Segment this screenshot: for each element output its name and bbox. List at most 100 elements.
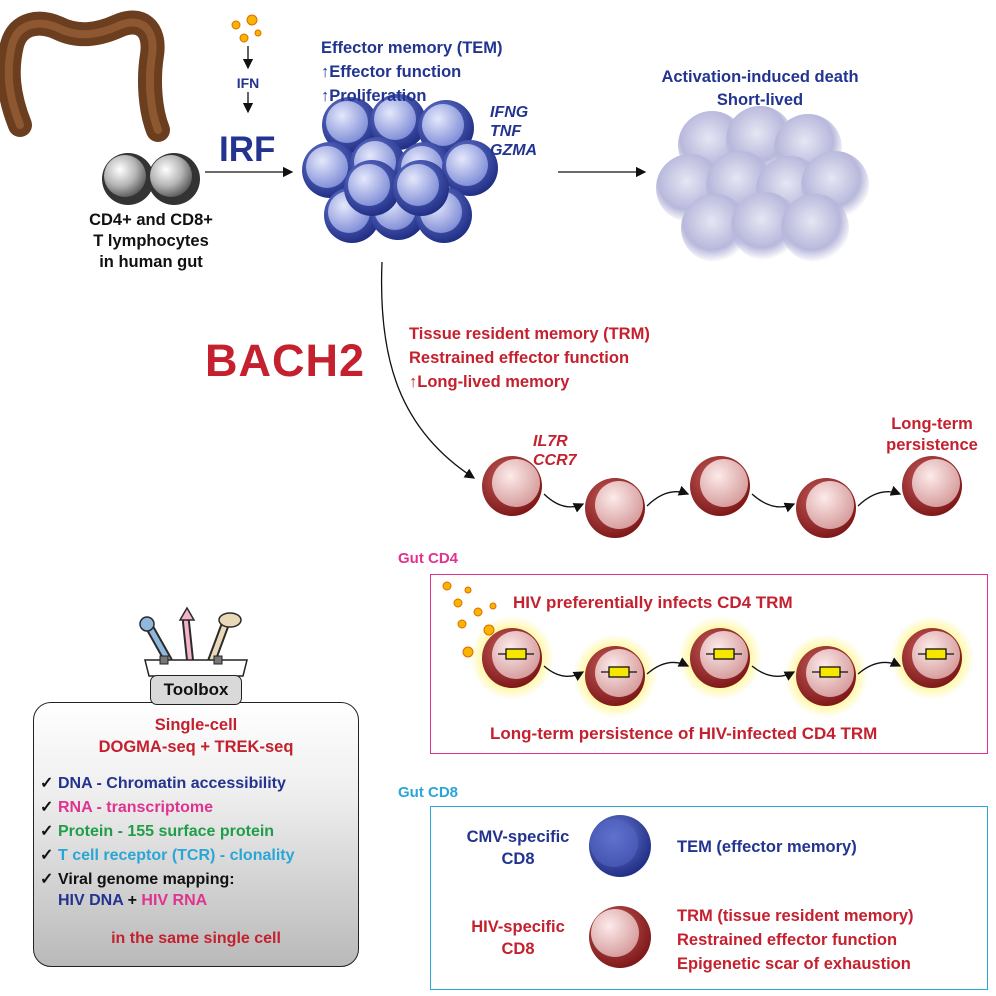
toolbox-heading: Single-cell DOGMA-seq + TREK-seq — [33, 714, 359, 758]
trm-heading: Tissue resident memory (TRM) Restrained … — [409, 322, 650, 394]
ifn-label: IFN — [236, 75, 260, 91]
toolbox-check-item: ✓Protein - 155 surface protein — [40, 820, 294, 844]
integrated-provirus-icon — [819, 666, 841, 678]
cmv-description: TEM (effector memory) — [677, 838, 857, 856]
trm-heading-line: ↑Long-lived memory — [409, 373, 570, 391]
hiv-rna-label: HIV RNA — [141, 892, 208, 909]
toolbox-check-item: ✓RNA - transcriptome — [40, 796, 294, 820]
persistence-line: Long-term — [891, 415, 973, 433]
gut-cd4-title: Gut CD4 — [398, 550, 458, 567]
trm-cell-chain — [482, 456, 962, 538]
tem-heading-line: Effector memory (TEM) — [321, 39, 503, 57]
tem-cell-inner — [422, 104, 464, 146]
integrated-provirus-icon — [505, 648, 527, 660]
toolbox-label: Toolbox — [150, 675, 242, 705]
toolbox-icon — [139, 606, 248, 677]
dying-cell — [781, 194, 849, 262]
death-caption-line: Short-lived — [716, 91, 804, 109]
integrated-provirus-icon — [925, 648, 947, 660]
trm-progress-arrow — [751, 493, 796, 513]
trm-heading-line: Restrained effector function — [409, 349, 630, 367]
toolbox-check-label: DNA - Chromatin accessibility — [58, 775, 286, 792]
hiv-specific-label: HIV-specific CD8 — [448, 916, 588, 960]
caption-line: T lymphocytes — [93, 232, 209, 250]
checkmark-icon: ✓ — [40, 775, 54, 792]
trm-cell-inner — [912, 459, 960, 507]
hiv-line: CD8 — [501, 940, 535, 958]
gut-cd8-title: Gut CD8 — [398, 784, 458, 801]
viral-mapping-line: HIV DNA + HIV RNA — [58, 892, 207, 910]
trm-cell-inner — [806, 481, 854, 529]
tem-heading-line: ↑Proliferation — [321, 87, 427, 105]
virus-icon — [231, 14, 262, 43]
cmv-cd8-cell-inner — [590, 819, 638, 867]
cd4-progress-arrow — [857, 657, 902, 675]
infected-cd4-chain — [470, 616, 974, 718]
colon-icon — [0, 10, 170, 142]
tem-heading: Effector memory (TEM) ↑Effector function… — [321, 36, 503, 108]
gene-label: GZMA — [490, 142, 538, 159]
tem-cell-inner — [446, 144, 488, 186]
persistence-line: persistence — [886, 436, 978, 454]
dying-cell-cluster — [656, 106, 869, 262]
toolbox-check-item: ✓T cell receptor (TCR) - clonality — [40, 844, 294, 868]
plus-sign: + — [123, 892, 142, 909]
hiv-desc-line: Restrained effector function — [677, 931, 898, 949]
caption-line: CD4+ and CD8+ — [89, 211, 213, 229]
gene-label: IL7R — [533, 433, 568, 450]
long-term-persistence: Long-term persistence — [868, 414, 996, 456]
toolbox-footer: in the same single cell — [111, 930, 281, 947]
trm-progress-arrow — [543, 493, 585, 513]
gene-label: CCR7 — [533, 452, 577, 469]
toolbox-panel — [33, 702, 359, 967]
hiv-cd8-cell-inner — [591, 909, 639, 957]
hiv-dna-label: HIV DNA — [58, 892, 124, 909]
tem-cell-inner — [374, 98, 416, 140]
tem-genes: IFNG TNF GZMA — [490, 103, 537, 160]
trm-progress-arrow — [857, 485, 902, 507]
checkmark-icon: ✓ — [40, 799, 54, 816]
toolbox-check-label: Protein - 155 surface protein — [58, 823, 275, 840]
toolbox-check-label: T cell receptor (TCR) - clonality — [58, 847, 295, 864]
gut-cd8-panel — [430, 806, 988, 990]
checkmark-icon: ✓ — [40, 847, 54, 864]
tem-cell-cluster — [302, 94, 498, 243]
trm-cell-inner — [595, 481, 643, 529]
bach2-arrow — [380, 261, 476, 479]
checkmark-icon: ✓ — [40, 823, 54, 840]
toolbox-checklist: ✓DNA - Chromatin accessibility✓RNA - tra… — [40, 772, 294, 892]
death-caption: Activation-induced death Short-lived — [630, 66, 890, 112]
hiv-virus-icon — [442, 581, 497, 658]
trm-progress-arrow — [646, 485, 690, 507]
tem-cell-inner — [348, 164, 390, 206]
toolbox-heading-line: Single-cell — [154, 716, 238, 734]
dying-cell — [731, 192, 799, 260]
toolbox-heading-line: DOGMA-seq + TREK-seq — [98, 738, 294, 756]
gene-label: TNF — [490, 123, 522, 140]
hiv-desc-line: Epigenetic scar of exhaustion — [677, 955, 911, 973]
cd4-progress-arrow — [751, 665, 796, 681]
trm-cell-inner — [700, 459, 748, 507]
caption-line: in human gut — [99, 253, 203, 271]
death-caption-line: Activation-induced death — [661, 68, 859, 86]
hiv-persistence-caption: Long-term persistence of HIV-infected CD… — [490, 724, 878, 743]
cmv-line: CMV-specific — [466, 828, 570, 846]
tem-cell-inner — [326, 101, 368, 143]
gut-cd4-panel — [430, 574, 988, 754]
toolbox-check-item: ✓DNA - Chromatin accessibility — [40, 772, 294, 796]
hiv-infects-caption: HIV preferentially infects CD4 TRM — [513, 593, 793, 612]
trm-genes: IL7R CCR7 — [533, 432, 577, 470]
hiv-line: HIV-specific — [471, 918, 565, 936]
hiv-description: TRM (tissue resident memory) Restrained … — [677, 904, 914, 976]
cd4-progress-arrow — [543, 665, 585, 681]
t-cell-grey — [150, 155, 192, 197]
cmv-line: CD8 — [501, 850, 535, 868]
toolbox-check-item: ✓Viral genome mapping: — [40, 868, 294, 892]
bach2-label: BACH2 — [205, 335, 366, 386]
t-lymphocyte-caption: CD4+ and CD8+ T lymphocytes in human gut — [56, 210, 246, 273]
cmv-specific-label: CMV-specific CD8 — [448, 826, 588, 870]
hiv-desc-line: TRM (tissue resident memory) — [677, 907, 914, 925]
integrated-provirus-icon — [713, 648, 735, 660]
integrated-provirus-icon — [608, 666, 630, 678]
